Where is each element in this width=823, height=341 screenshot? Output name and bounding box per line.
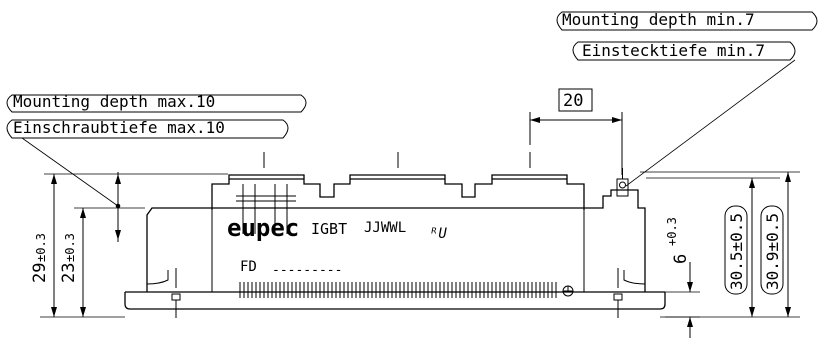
callout-einstecktiefe-min: Einstecktiefe min.7 <box>582 41 765 60</box>
module-body <box>124 152 666 318</box>
dim-terminal-spacing-value: 20 <box>563 91 583 111</box>
dim-23-tol: ±0.3 <box>63 233 77 262</box>
vent-slots <box>239 282 557 298</box>
dim-30-5-value: 30.5±0.5 <box>727 213 746 290</box>
type-label: IGBT <box>311 220 347 238</box>
dim-left-heights: 29 ±0.3 23 ±0.3 <box>30 172 228 318</box>
module-marking: eupec IGBT JJWWL ᴿU FD --------- <box>227 214 447 278</box>
dim-right-heights: 30.5±0.5 30.9±0.5 <box>640 171 800 318</box>
dim-23-value: 23 <box>59 263 79 283</box>
fd-blank: --------- <box>272 263 342 278</box>
auxiliary-pins <box>236 184 296 234</box>
dim-30-9-value: 30.9±0.5 <box>763 213 782 290</box>
date-code-label: JJWWL <box>364 220 406 236</box>
ground-symbol <box>562 285 574 297</box>
fd-label: FD <box>240 259 257 275</box>
callout-mounting-depth-min: Mounting depth min.7 <box>562 10 755 29</box>
dim-29-tol: ±0.3 <box>34 233 48 262</box>
dim-29-value: 29 <box>30 263 50 283</box>
brand-logo: eupec <box>227 214 299 242</box>
dim-6-value: 6 <box>671 254 691 264</box>
callout-einschraubtiefe-max: Einschraubtiefe max.10 <box>13 118 225 137</box>
dim-6-tol: +0.3 <box>665 217 679 246</box>
dim-base-height: 6 +0.3 <box>665 217 700 338</box>
dim-terminal-spacing: 20 <box>529 88 623 175</box>
ul-mark: ᴿU <box>430 226 447 242</box>
callout-mounting-depth-max: Mounting depth max.10 <box>13 92 215 111</box>
callout-insertion-depth: Mounting depth min.7 Einstecktiefe min.7 <box>556 10 818 187</box>
callout-screw-depth: Mounting depth max.10 Einschraubtiefe ma… <box>6 92 307 209</box>
